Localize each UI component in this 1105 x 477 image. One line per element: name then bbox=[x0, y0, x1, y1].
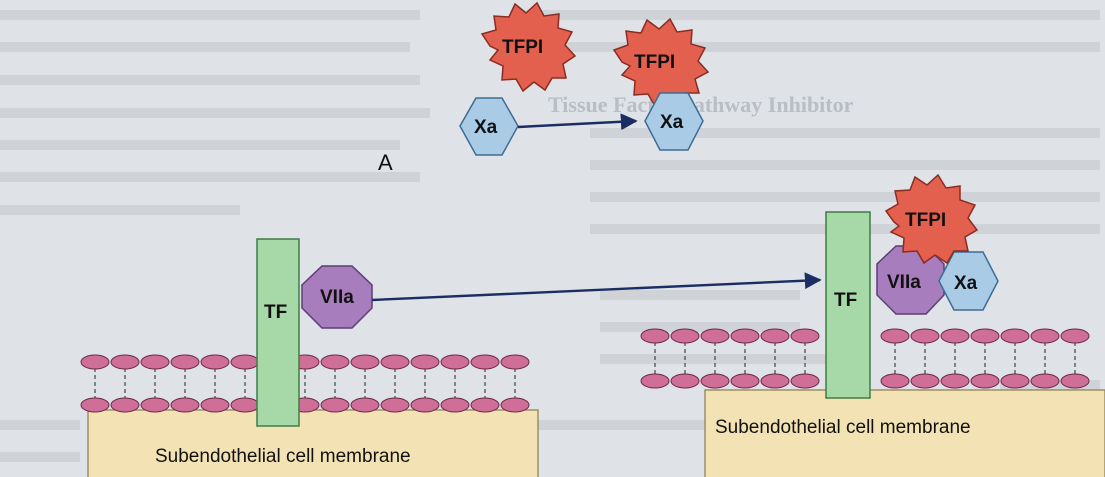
background-text-line bbox=[590, 160, 1100, 170]
lipid-head bbox=[640, 373, 670, 389]
background-text-line bbox=[0, 172, 420, 182]
background-text-line bbox=[0, 420, 80, 430]
arrow-xa-to-complex bbox=[517, 113, 638, 131]
lipid-head bbox=[1000, 328, 1030, 344]
lipid-head bbox=[790, 373, 820, 389]
lipid-head bbox=[970, 328, 1000, 344]
lipid-head bbox=[700, 328, 730, 344]
lipid-head bbox=[320, 354, 350, 370]
background-text-line bbox=[520, 10, 1100, 20]
lipid-head bbox=[410, 397, 440, 413]
lipid-head bbox=[760, 328, 790, 344]
background-text-line bbox=[520, 42, 1100, 52]
background-text-line bbox=[0, 10, 420, 20]
lipid-head bbox=[110, 354, 140, 370]
lipid-head bbox=[730, 328, 760, 344]
lipid-head bbox=[350, 397, 380, 413]
factor-xa-label-left: Xa bbox=[474, 117, 498, 138]
tissue-factor-bar-left bbox=[256, 238, 300, 427]
lipid-head bbox=[910, 328, 940, 344]
factor-viia-label-left: VIIa bbox=[320, 287, 354, 308]
background-heading: Tissue Factor Pathway Inhibitor bbox=[548, 92, 854, 117]
tfpi-star-complex bbox=[884, 173, 979, 265]
lipid-head bbox=[470, 397, 500, 413]
lipid-head bbox=[230, 354, 260, 370]
background-text-line bbox=[0, 205, 240, 215]
lipid-head bbox=[320, 397, 350, 413]
background-text-line bbox=[520, 420, 720, 430]
lipid-head bbox=[410, 354, 440, 370]
lipid-head bbox=[670, 373, 700, 389]
tfpi-label-right: TFPI bbox=[634, 52, 675, 73]
lipid-head bbox=[970, 373, 1000, 389]
lipid-head bbox=[880, 373, 910, 389]
factor-xa-hexagon-left bbox=[459, 97, 519, 156]
lipid-head bbox=[230, 397, 260, 413]
lipid-head bbox=[500, 397, 530, 413]
lipid-head bbox=[1030, 328, 1060, 344]
lipid-head bbox=[140, 354, 170, 370]
tfpi-label-left: TFPI bbox=[502, 37, 543, 58]
lipid-head bbox=[760, 373, 790, 389]
background-text-line bbox=[0, 140, 400, 150]
background-text-line bbox=[0, 75, 420, 85]
lipid-head bbox=[910, 373, 940, 389]
factor-xa-label-right: Xa bbox=[954, 273, 978, 294]
background-text-line bbox=[0, 42, 410, 52]
tissue-factor-bar-right bbox=[825, 211, 871, 399]
factor-xa-label-bound: Xa bbox=[660, 112, 684, 133]
lipid-head bbox=[1060, 373, 1090, 389]
lipid-head bbox=[80, 354, 110, 370]
lipid-head bbox=[1030, 373, 1060, 389]
lipid-bilayer-right bbox=[640, 328, 1090, 389]
lipid-head bbox=[200, 354, 230, 370]
factor-viia-octagon-left bbox=[301, 265, 373, 329]
tissue-factor-label-left: TF bbox=[264, 302, 287, 323]
factor-xa-hexagon-right bbox=[938, 251, 999, 311]
lipid-head bbox=[470, 354, 500, 370]
lipid-head bbox=[170, 354, 200, 370]
background-text-line bbox=[590, 128, 1100, 138]
lipid-head bbox=[640, 328, 670, 344]
lipid-head bbox=[200, 397, 230, 413]
tfpi-star-right bbox=[612, 17, 710, 108]
factor-viia-label-right: VIIa bbox=[887, 272, 921, 293]
background-text-line bbox=[590, 192, 1100, 202]
factor-xa-hexagon-bound bbox=[644, 92, 704, 151]
membrane-label-left: Subendothelial cell membrane bbox=[155, 446, 411, 467]
lipid-head bbox=[790, 328, 820, 344]
panel-letter: A bbox=[378, 150, 393, 175]
lipid-head bbox=[700, 373, 730, 389]
lipid-head bbox=[440, 354, 470, 370]
lipid-head bbox=[1000, 373, 1030, 389]
background-text-line bbox=[0, 452, 80, 462]
lipid-head bbox=[730, 373, 760, 389]
membrane-label-right: Subendothelial cell membrane bbox=[715, 417, 971, 438]
lipid-head bbox=[140, 397, 170, 413]
membrane-block-right bbox=[704, 389, 1105, 477]
tfpi-label-complex: TFPI bbox=[905, 210, 946, 231]
lipid-head bbox=[380, 397, 410, 413]
arrow-viia-to-complex bbox=[371, 272, 822, 302]
lipid-head bbox=[80, 397, 110, 413]
lipid-head bbox=[440, 397, 470, 413]
lipid-head bbox=[110, 397, 140, 413]
lipid-head bbox=[350, 354, 380, 370]
lipid-bilayer-left bbox=[80, 354, 530, 413]
lipid-head bbox=[1060, 328, 1090, 344]
background-text-line bbox=[600, 322, 800, 332]
background-text-line bbox=[600, 290, 800, 300]
tissue-factor-label-right: TF bbox=[834, 290, 857, 311]
lipid-head bbox=[880, 328, 910, 344]
lipid-head bbox=[940, 373, 970, 389]
lipid-head bbox=[940, 328, 970, 344]
tfpi-star-left bbox=[480, 1, 577, 93]
lipid-head bbox=[670, 328, 700, 344]
background-text-line bbox=[0, 108, 430, 118]
lipid-head bbox=[500, 354, 530, 370]
lipid-head bbox=[380, 354, 410, 370]
lipid-head bbox=[170, 397, 200, 413]
